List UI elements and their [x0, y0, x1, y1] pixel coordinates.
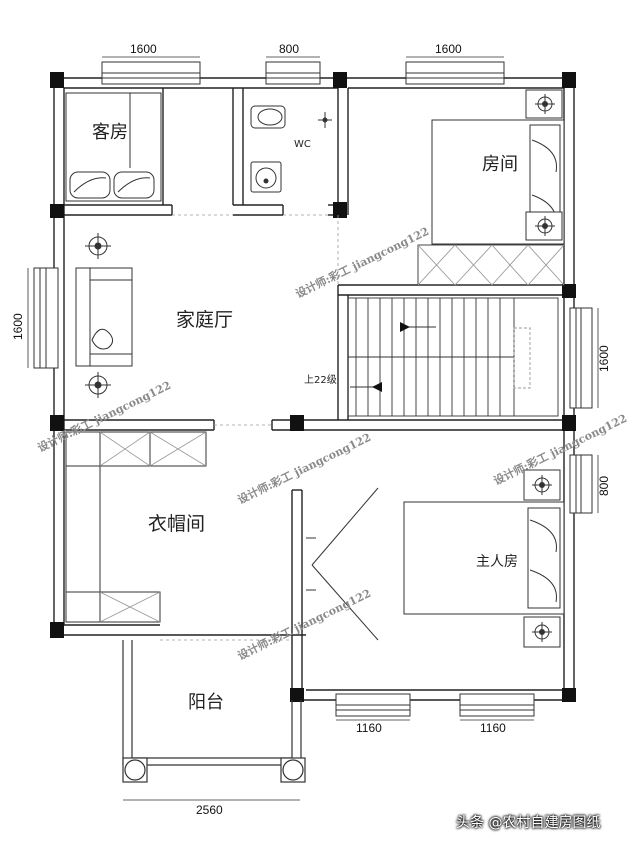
- dim-right: 1600: [597, 345, 611, 372]
- watermark-4: 设计师:彩工 jiangcong122: [235, 430, 373, 507]
- dimension-lines: [27, 56, 599, 801]
- source-credit: 头条 @农村自建房图纸: [456, 815, 601, 831]
- master-room-label: 主人房: [476, 554, 518, 570]
- bedroom-bed: [431, 89, 565, 245]
- dim-balcony: 2560: [196, 803, 223, 817]
- bedroom-label: 房间: [482, 154, 518, 175]
- staircase: [347, 297, 559, 417]
- wardrobe-cabinets: [65, 431, 207, 623]
- dim-bottom-1: 1160: [356, 721, 382, 735]
- dim-right-small: 800: [597, 476, 611, 496]
- wc-fixtures: [250, 105, 332, 193]
- windows: [33, 61, 593, 717]
- dim-top-left: 1600: [130, 42, 157, 56]
- watermark-1: 设计师:彩工 jiangcong122: [293, 224, 431, 301]
- dim-left: 1600: [11, 313, 25, 340]
- stair-arrows: [372, 322, 410, 392]
- structural-columns: [50, 72, 576, 702]
- stair-label: 上22级: [304, 374, 337, 386]
- family-hall-label: 家庭厅: [176, 309, 233, 331]
- hall-sofa: [75, 233, 133, 398]
- wardrobe-label: 衣帽间: [148, 513, 205, 535]
- dim-bottom-2: 1160: [480, 721, 506, 735]
- master-door: [306, 487, 379, 641]
- dim-top-wc: 800: [279, 42, 299, 56]
- bedroom-wardrobe: [417, 244, 565, 286]
- balcony-label: 阳台: [188, 692, 224, 713]
- watermark-5: 设计师:彩工 jiangcong122: [235, 586, 373, 663]
- guest-room-label: 客房: [92, 122, 128, 143]
- wc-label: WC: [294, 139, 311, 150]
- master-bed: [403, 469, 565, 648]
- open-boundaries: [160, 214, 339, 641]
- guest-bed: [65, 92, 162, 202]
- balcony-railing: [122, 640, 306, 783]
- dim-top-right: 1600: [435, 42, 462, 56]
